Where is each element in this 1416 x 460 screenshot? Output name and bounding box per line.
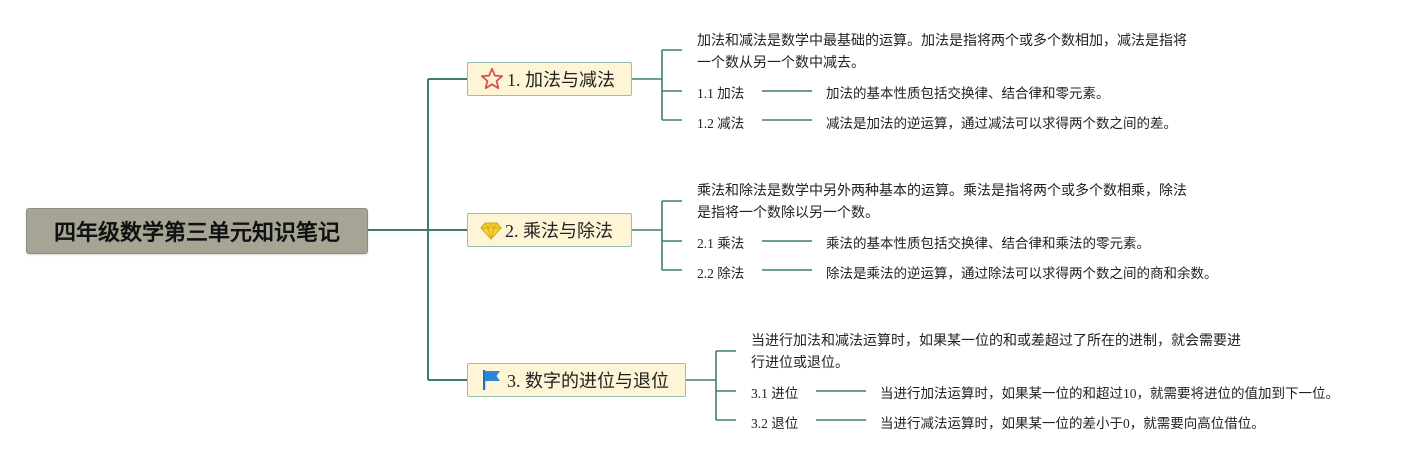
topic-carry-borrow[interactable]: 3. 数字的进位与退位 — [467, 363, 686, 397]
topic-multiplication-division[interactable]: 2. 乘法与除法 — [467, 213, 632, 247]
description-line: 行进位或退位。 — [751, 356, 849, 371]
topic-title: 3. 数字的进位与退位 — [507, 371, 669, 391]
topic-title: 1. 加法与减法 — [507, 70, 615, 90]
topic-addition-subtraction[interactable]: 1. 加法与减法 — [467, 62, 632, 96]
gem-icon — [480, 219, 502, 241]
subtopic-label[interactable]: 3.1 进位 — [751, 386, 799, 401]
subtopic-label[interactable]: 2.2 除法 — [697, 266, 745, 281]
topic-2-description: 乘法和除法是数学中另外两种基本的运算。乘法是指将两个或多个数相乘，除法 是指将一… — [697, 181, 1187, 225]
central-topic[interactable]: 四年级数学第三单元知识笔记 — [26, 208, 368, 254]
description-line: 乘法和除法是数学中另外两种基本的运算。乘法是指将两个或多个数相乘，除法 — [697, 184, 1187, 199]
subtopic-detail: 乘法的基本性质包括交换律、结合律和乘法的零元素。 — [826, 236, 1150, 251]
flag-icon — [480, 368, 504, 392]
star-icon — [480, 67, 504, 91]
subtopic-detail: 加法的基本性质包括交换律、结合律和零元素。 — [826, 86, 1110, 101]
description-line: 当进行加法和减法运算时，如果某一位的和或差超过了所在的进制，就会需要进 — [751, 334, 1241, 349]
description-line: 是指将一个数除以另一个数。 — [697, 206, 879, 221]
description-line: 加法和减法是数学中最基础的运算。加法是指将两个或多个数相加，减法是指将 — [697, 34, 1187, 49]
topic-3-description: 当进行加法和减法运算时，如果某一位的和或差超过了所在的进制，就会需要进 行进位或… — [751, 331, 1241, 375]
topic-1-description: 加法和减法是数学中最基础的运算。加法是指将两个或多个数相加，减法是指将 一个数从… — [697, 31, 1187, 75]
subtopic-label[interactable]: 2.1 乘法 — [697, 236, 745, 251]
topic-title: 2. 乘法与除法 — [505, 221, 613, 241]
subtopic-detail: 当进行减法运算时，如果某一位的差小于0，就需要向高位借位。 — [880, 416, 1265, 431]
subtopic-detail: 当进行加法运算时，如果某一位的和超过10，就需要将进位的值加到下一位。 — [880, 386, 1339, 401]
subtopic-detail: 减法是加法的逆运算，通过减法可以求得两个数之间的差。 — [826, 116, 1177, 131]
central-topic-title: 四年级数学第三单元知识笔记 — [53, 221, 340, 246]
subtopic-label[interactable]: 3.2 退位 — [751, 416, 799, 431]
subtopic-detail: 除法是乘法的逆运算，通过除法可以求得两个数之间的商和余数。 — [826, 266, 1218, 281]
description-line: 一个数从另一个数中减去。 — [697, 56, 865, 71]
subtopic-label[interactable]: 1.2 减法 — [697, 116, 745, 131]
subtopic-label[interactable]: 1.1 加法 — [697, 86, 745, 101]
